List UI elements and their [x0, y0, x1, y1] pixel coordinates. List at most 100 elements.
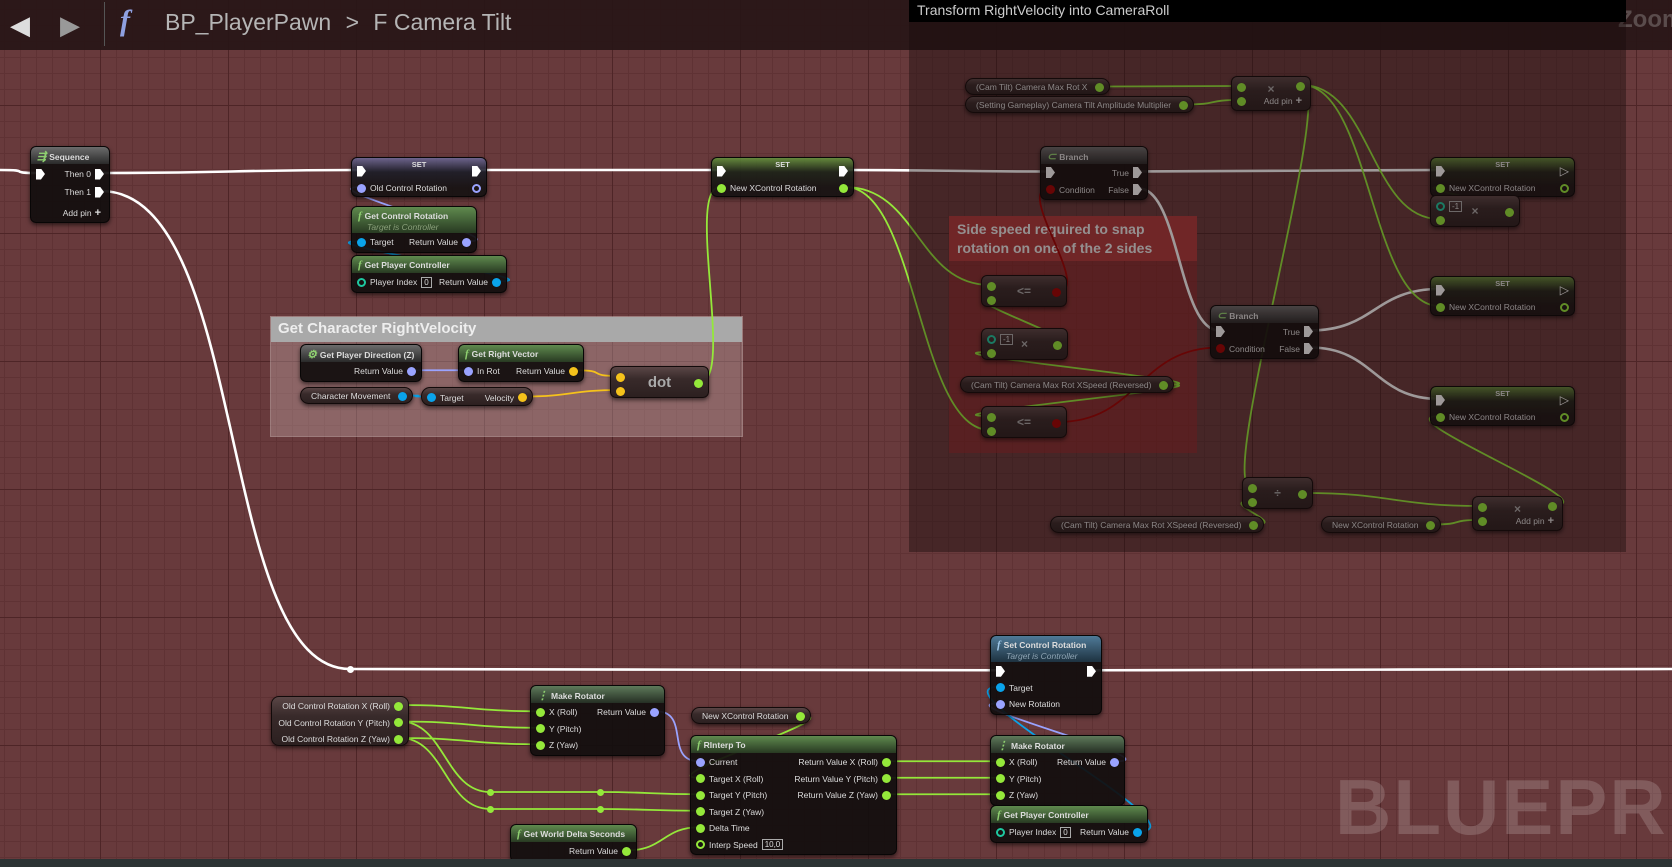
output-pin-group[interactable]: Return Value X (Roll): [798, 757, 891, 767]
output-pin-group[interactable]: Return Value: [439, 277, 501, 287]
vector-pin[interactable]: [518, 393, 527, 402]
reroute-knot[interactable]: [596, 788, 604, 796]
exec-pin[interactable]: [472, 165, 481, 177]
output-pin-group[interactable]: False: [1279, 343, 1313, 354]
input-pin-group[interactable]: [1478, 502, 1487, 512]
output-pin-group[interactable]: [1052, 418, 1061, 428]
exec-pin-unconnected[interactable]: ▷: [1559, 164, 1569, 178]
float-pin[interactable]: [696, 823, 705, 833]
input-pin-group[interactable]: Target: [357, 237, 394, 247]
set-r3-node[interactable]: SET▷New XControl Rotation: [1430, 386, 1575, 426]
output-pin-group[interactable]: [1052, 287, 1061, 297]
float-pin-unconnected[interactable]: [696, 840, 705, 850]
reroute-knot[interactable]: [486, 805, 494, 813]
float-pin-unconnected[interactable]: [1560, 302, 1569, 312]
input-pin-group[interactable]: New XControl Rotation: [717, 183, 816, 193]
float-pin[interactable]: [987, 281, 996, 291]
input-pin-group[interactable]: [1046, 167, 1055, 178]
float-pin[interactable]: [1237, 96, 1246, 106]
input-pin-group[interactable]: Target X (Roll): [696, 774, 763, 784]
bool-pin[interactable]: [1052, 418, 1061, 428]
output-pin-group[interactable]: [796, 712, 806, 721]
object-pin[interactable]: [1133, 827, 1142, 837]
float-pin[interactable]: [882, 790, 891, 800]
exec-pin[interactable]: [1133, 167, 1142, 178]
output-pin-group[interactable]: [1298, 489, 1307, 499]
float-pin[interactable]: [1436, 412, 1445, 422]
output-pin-group[interactable]: Return Value: [409, 237, 471, 247]
output-pin-group[interactable]: Return Value: [597, 707, 659, 717]
add-pin-button[interactable]: Add pin+: [63, 207, 101, 219]
output-pin-group[interactable]: Return Value: [516, 366, 578, 376]
float-pin[interactable]: [796, 712, 806, 721]
input-pin-group[interactable]: X (Roll): [536, 707, 577, 717]
exec-pin[interactable]: [1046, 167, 1055, 178]
break-old-node[interactable]: Old Control Rotation X (Roll)Old Control…: [271, 696, 409, 746]
float-pin[interactable]: [1159, 381, 1169, 390]
input-pin-group[interactable]: Condition: [1046, 185, 1095, 195]
rotator-pin[interactable]: [650, 707, 659, 717]
float-pin[interactable]: [987, 295, 996, 305]
output-pin-group[interactable]: [1560, 183, 1569, 193]
output-pin-group[interactable]: [839, 165, 848, 177]
mul-bot-node[interactable]: ×Add pin+: [1472, 496, 1563, 531]
input-pin-group[interactable]: In Rot: [464, 366, 500, 376]
float-pin[interactable]: [1548, 501, 1557, 511]
exec-pin[interactable]: [996, 665, 1005, 677]
output-pin-group[interactable]: [1296, 81, 1305, 91]
input-pin-group[interactable]: [1248, 497, 1257, 507]
rotator-pin[interactable]: [996, 699, 1005, 709]
output-pin-group[interactable]: Return Value: [1057, 757, 1119, 767]
exec-pin[interactable]: [1304, 326, 1313, 337]
input-pin-group[interactable]: [987, 348, 996, 358]
exec-pin[interactable]: [1087, 665, 1096, 677]
input-pin-group[interactable]: Z (Yaw): [996, 790, 1038, 800]
breadcrumb-blueprint[interactable]: BP_PlayerPawn: [165, 9, 332, 35]
output-pin-group[interactable]: True: [1283, 326, 1313, 337]
reroute-knot[interactable]: [596, 805, 604, 813]
input-pin-group[interactable]: Target Y (Pitch): [696, 790, 767, 800]
mul-neg2-node[interactable]: ×-1: [1430, 195, 1520, 227]
float-pin[interactable]: [987, 426, 996, 436]
float-pin[interactable]: [622, 846, 631, 856]
exec-pin[interactable]: [36, 168, 45, 180]
float-pin[interactable]: [536, 740, 545, 750]
input-pin-group[interactable]: [987, 412, 996, 422]
int-pin-unconnected[interactable]: [357, 277, 366, 287]
input-pin-group[interactable]: Current: [696, 757, 737, 767]
input-pin-group[interactable]: New Rotation: [996, 699, 1060, 709]
exec-pin[interactable]: [1216, 326, 1225, 337]
float-pin[interactable]: [1248, 483, 1257, 493]
float-pin-unconnected[interactable]: [1560, 412, 1569, 422]
input-pin-group[interactable]: [1237, 82, 1246, 92]
object-pin[interactable]: [996, 683, 1005, 693]
output-pin-group[interactable]: [839, 183, 848, 193]
float-pin[interactable]: [1478, 502, 1487, 512]
input-pin-group[interactable]: Target: [996, 683, 1033, 693]
exec-pin-unconnected[interactable]: ▷: [1559, 283, 1569, 297]
vector-pin[interactable]: [569, 366, 578, 376]
object-pin[interactable]: [398, 392, 408, 401]
add-pin-button[interactable]: Add pin+: [1516, 515, 1554, 527]
rotator-pin-unconnected[interactable]: [472, 183, 481, 193]
output-pin-group[interactable]: [1095, 83, 1105, 92]
float-pin[interactable]: [394, 701, 403, 711]
input-pin-group[interactable]: [996, 665, 1005, 677]
input-pin-group[interactable]: Y (Pitch): [996, 774, 1041, 784]
output-pin-group[interactable]: [1426, 521, 1436, 530]
input-pin-group[interactable]: X (Roll): [996, 757, 1037, 767]
output-pin-group[interactable]: Return Value Z (Yaw): [798, 790, 891, 800]
rotator-pin[interactable]: [464, 366, 473, 376]
output-pin-group[interactable]: Old Control Rotation Y (Pitch): [278, 718, 403, 728]
output-pin-group[interactable]: [472, 165, 481, 177]
exec-pin[interactable]: [839, 165, 848, 177]
float-pin[interactable]: [1426, 521, 1436, 530]
float-pin[interactable]: [1249, 521, 1259, 530]
float-pin[interactable]: [1505, 207, 1514, 217]
float-pin[interactable]: [987, 412, 996, 422]
